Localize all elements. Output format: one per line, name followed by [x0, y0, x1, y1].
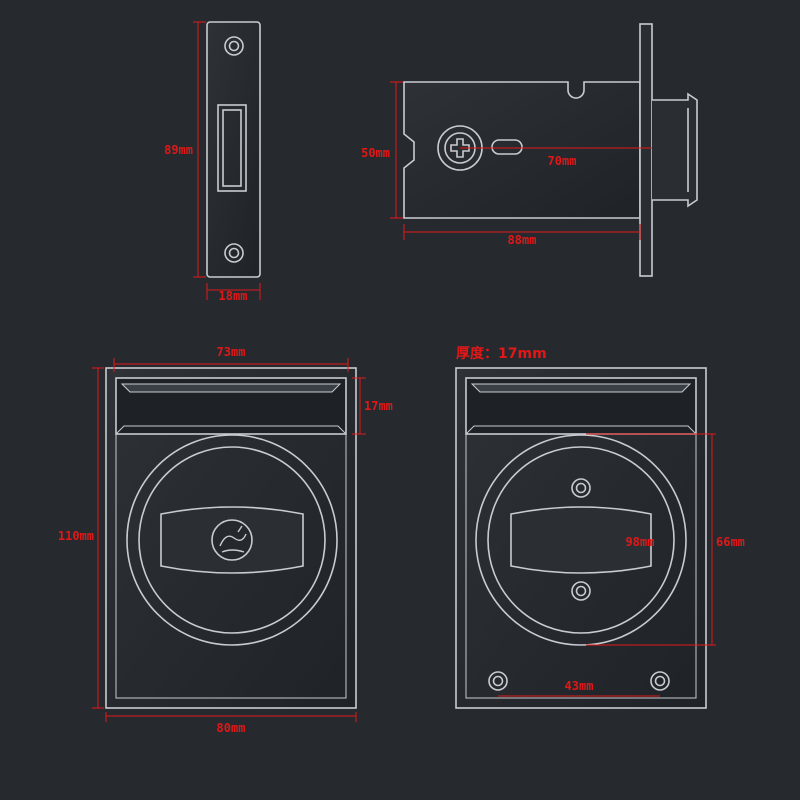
back-circle-label: 98mm	[626, 535, 655, 549]
lock-body-length-label: 88mm	[508, 233, 537, 247]
back-height-label: 66mm	[716, 535, 745, 549]
front-grip-height-label: 17mm	[364, 399, 393, 413]
back-screw-top-icon	[571, 478, 591, 498]
back-rosette-inner	[487, 446, 675, 634]
strike-slot-outer	[217, 104, 247, 192]
lock-faceplate	[639, 23, 653, 277]
strike-width-label: 18mm	[219, 289, 248, 303]
strike-height-label: 89mm	[164, 143, 193, 157]
front-grip-bevel	[120, 383, 342, 393]
front-height-label: 110mm	[58, 529, 94, 543]
strike-slot-inner	[222, 109, 242, 187]
strike-screw-top-inner	[228, 40, 240, 52]
front-width-label: 80mm	[217, 721, 246, 735]
back-mount-hole-right-icon	[650, 671, 670, 691]
strike-plate	[206, 21, 261, 278]
lock-body-slot	[491, 139, 523, 155]
front-rosette-outer	[126, 434, 338, 646]
strike-plate-outline	[206, 21, 261, 278]
lock-body	[403, 23, 698, 277]
back-hole-spacing-label: 43mm	[565, 679, 594, 693]
front-rosette-inner	[138, 446, 326, 634]
back-mount-hole-left-icon	[488, 671, 508, 691]
strike-screw-bottom-inner	[228, 247, 240, 259]
lock-body-backset-label: 70mm	[548, 154, 577, 168]
back-rosette-outer	[475, 434, 687, 646]
back-thumb-turn	[510, 506, 652, 574]
strike-screw-top-icon	[224, 36, 244, 56]
front-emergency-release	[211, 519, 253, 561]
back-grip-bevel	[470, 383, 692, 393]
back-plate-dimensions	[498, 433, 716, 697]
back-plate	[455, 367, 707, 709]
key-swirl-icon	[219, 525, 247, 553]
lock-body-height-label: 50mm	[361, 146, 390, 160]
front-inner-width-label: 73mm	[217, 345, 246, 359]
front-plate	[105, 367, 357, 709]
back-thickness-label: 厚度：17mm	[456, 345, 547, 362]
front-plate-dimensions	[92, 358, 366, 722]
strike-screw-bottom-icon	[224, 243, 244, 263]
lock-latch-bolt	[652, 92, 698, 208]
strike-dimensions	[193, 21, 261, 300]
back-screw-bottom-icon	[571, 581, 591, 601]
spindle-cross-icon	[450, 138, 470, 158]
lock-body-dimensions	[390, 81, 652, 240]
